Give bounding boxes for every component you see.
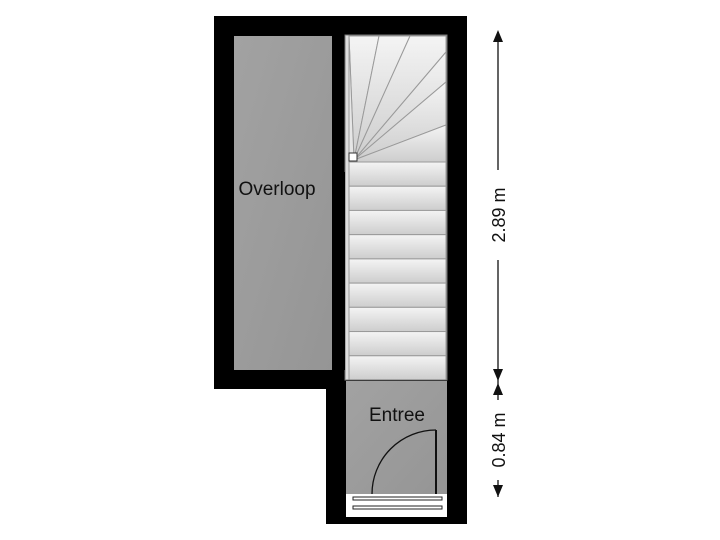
stair-step — [348, 306, 447, 333]
arrow-bottom — [493, 485, 503, 497]
door-swing-icon — [346, 429, 447, 517]
room-label-entree: Entree — [369, 405, 425, 426]
stair-step — [348, 331, 447, 357]
stair-straight-steps — [348, 161, 447, 381]
threshold-top — [352, 496, 443, 501]
overloop-floor — [234, 36, 332, 370]
stair-step — [348, 209, 447, 236]
stair-step — [348, 185, 447, 211]
entree-floor — [346, 381, 447, 494]
dimension-label-upper: 2.89 m — [489, 187, 509, 242]
threshold-bottom — [352, 505, 443, 510]
arrow-mid-up — [493, 383, 503, 395]
stair-winders — [348, 35, 447, 163]
room-label-overloop: Overloop — [238, 179, 315, 200]
staircase-icon — [344, 34, 448, 381]
arrow-mid-down — [493, 369, 503, 381]
stair-step — [348, 282, 447, 308]
newel-post — [348, 152, 358, 162]
dimension-arrow-icon — [486, 30, 510, 497]
stair-step — [348, 234, 447, 260]
stair-step — [348, 355, 447, 381]
door-arc — [371, 429, 437, 495]
stair-step — [348, 161, 447, 187]
arrow-top — [493, 30, 503, 42]
partition-wall — [332, 172, 345, 370]
stair-step — [348, 258, 447, 284]
dimension-label-lower: 0.84 m — [489, 412, 509, 467]
